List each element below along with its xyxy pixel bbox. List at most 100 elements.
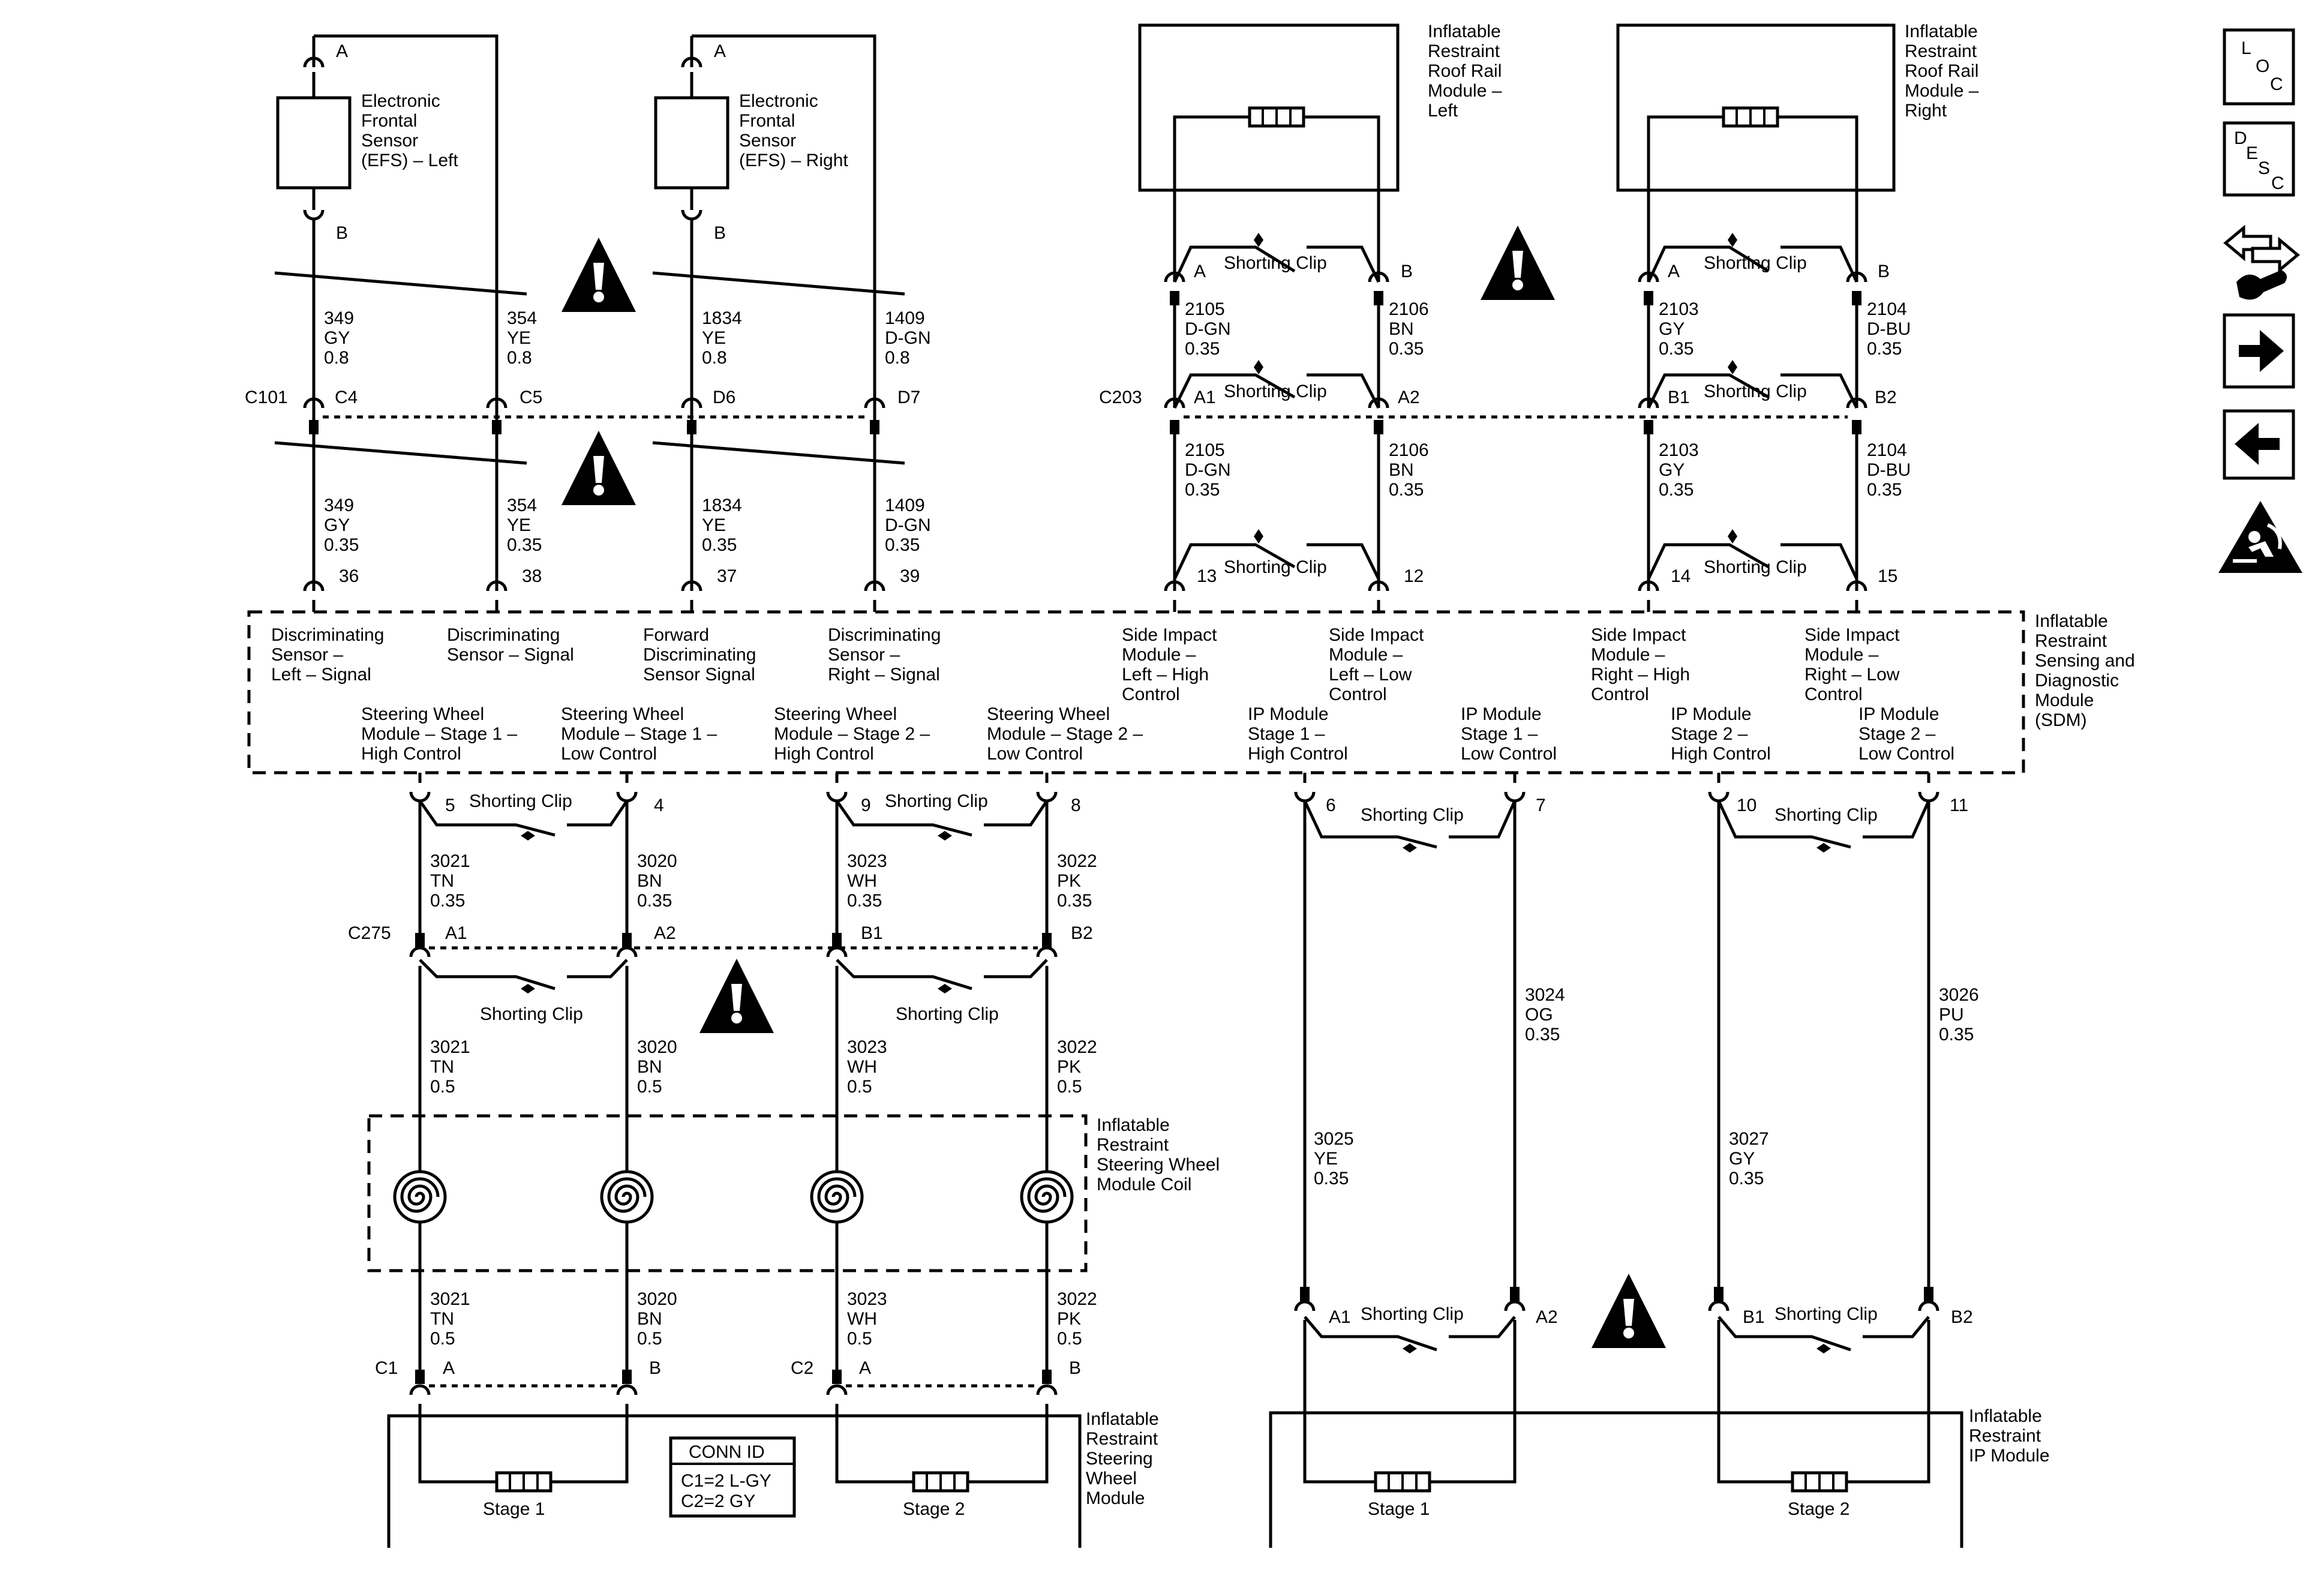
svg-text:38: 38 bbox=[522, 566, 542, 586]
svg-text:13: 13 bbox=[1197, 566, 1217, 586]
svg-text:Inflatable Restraint: Inflatable Restraint Roof Rail Module – … bbox=[1428, 22, 1507, 121]
svg-text:C2: C2 bbox=[791, 1358, 813, 1378]
svg-text:Shorting Clip: Shorting Clip bbox=[896, 1004, 999, 1024]
loc-icon[interactable]: L O C bbox=[2223, 28, 2295, 106]
svg-text:C203: C203 bbox=[1099, 388, 1142, 407]
svg-text:Stage 2: Stage 2 bbox=[903, 1499, 965, 1519]
next-arrow-icon[interactable] bbox=[2223, 313, 2295, 389]
warning-icon bbox=[562, 431, 636, 505]
svg-text:B2: B2 bbox=[1951, 1307, 1973, 1327]
coil-spiral-icon bbox=[810, 1170, 864, 1224]
efs-left-pin-a: A bbox=[336, 41, 348, 61]
svg-text:C: C bbox=[2271, 173, 2284, 193]
efs-left-sensor: A B Electronic Frontal Sensor (EFS) – Le… bbox=[276, 34, 499, 420]
svg-text:Shorting Clip: Shorting Clip bbox=[469, 791, 572, 811]
svg-text:B: B bbox=[1878, 262, 1890, 281]
sdm-bottom-shorting-clips: Shorting Clip Shorting Clip Shorting Cli… bbox=[418, 791, 1930, 852]
roof-shorting-clips-top: Shorting Clip Shorting Clip bbox=[1173, 233, 1858, 283]
svg-text:Shorting Clip: Shorting Clip bbox=[1704, 557, 1807, 577]
svg-text:C275: C275 bbox=[348, 923, 391, 943]
coil-spiral-icon bbox=[600, 1170, 654, 1224]
desc-icon[interactable]: D E S C bbox=[2223, 121, 2295, 197]
roof-shorting-clips-mid: Shorting Clip Shorting Clip bbox=[1173, 360, 1858, 409]
svg-text:Shorting Clip: Shorting Clip bbox=[1774, 1304, 1878, 1324]
svg-text:B2: B2 bbox=[1875, 388, 1897, 407]
svg-text:A2: A2 bbox=[654, 923, 676, 943]
svg-text:Stage 1: Stage 1 bbox=[483, 1499, 545, 1519]
svg-text:7: 7 bbox=[1536, 795, 1546, 815]
svg-text:C1: C1 bbox=[375, 1358, 398, 1378]
svg-text:A2: A2 bbox=[1536, 1307, 1558, 1327]
svg-text:A: A bbox=[443, 1358, 455, 1378]
svg-text:CONN ID: CONN ID bbox=[689, 1442, 765, 1462]
svg-text:4: 4 bbox=[654, 795, 664, 815]
roof-lower-wires bbox=[1173, 434, 1858, 591]
svg-text:Inflatable Restraint: Inflatable Restraint Roof Rail Module – … bbox=[1905, 22, 1984, 121]
airbag-warning-icon[interactable] bbox=[2218, 501, 2302, 573]
svg-text:A: A bbox=[859, 1358, 871, 1378]
svg-text:Shorting Clip: Shorting Clip bbox=[1224, 253, 1327, 273]
efs-left-label: Electronic Frontal Sensor (EFS) – Left bbox=[361, 91, 458, 170]
c275-connector: C275 A1 A2 B1 B2 bbox=[348, 923, 1093, 957]
c101-pin: C4 bbox=[335, 388, 358, 407]
ip-shorting-clips: Shorting Clip Shorting Clip bbox=[1304, 1304, 1930, 1353]
svg-text:B1: B1 bbox=[1743, 1307, 1765, 1327]
warning-icon bbox=[562, 238, 636, 312]
steering-wheel-module: Stage 1 Stage 2 CONN ID C1=2 L-GY C2=2 G… bbox=[387, 1404, 1159, 1548]
svg-text:C1=2 L-GY: C1=2 L-GY bbox=[681, 1471, 771, 1491]
svg-text:E: E bbox=[2246, 143, 2258, 163]
c101-pin: D7 bbox=[897, 388, 920, 407]
c275-shorting-clips: Shorting Clip Shorting Clip bbox=[419, 959, 1048, 1024]
svg-text:A1: A1 bbox=[1329, 1307, 1351, 1327]
ip-connectors: A1 A2 B1 B2 bbox=[1294, 1287, 1973, 1327]
svg-text:14: 14 bbox=[1671, 566, 1691, 586]
svg-text:6: 6 bbox=[1326, 795, 1336, 815]
previous-arrow-icon[interactable] bbox=[2223, 409, 2295, 480]
squib-icon bbox=[912, 1471, 969, 1493]
svg-text:B: B bbox=[649, 1358, 661, 1378]
efs-right-body bbox=[654, 96, 729, 190]
svg-text:B1: B1 bbox=[861, 923, 883, 943]
svg-text:Stage 2: Stage 2 bbox=[1788, 1499, 1849, 1519]
svg-text:15: 15 bbox=[1878, 566, 1897, 586]
svg-text:Stage 1: Stage 1 bbox=[1368, 1499, 1430, 1519]
coil-spiral-icon bbox=[393, 1170, 447, 1224]
efs-right-pin-b: B bbox=[714, 223, 726, 243]
tools-icon[interactable] bbox=[2223, 224, 2300, 300]
svg-text:11: 11 bbox=[1950, 795, 1968, 815]
